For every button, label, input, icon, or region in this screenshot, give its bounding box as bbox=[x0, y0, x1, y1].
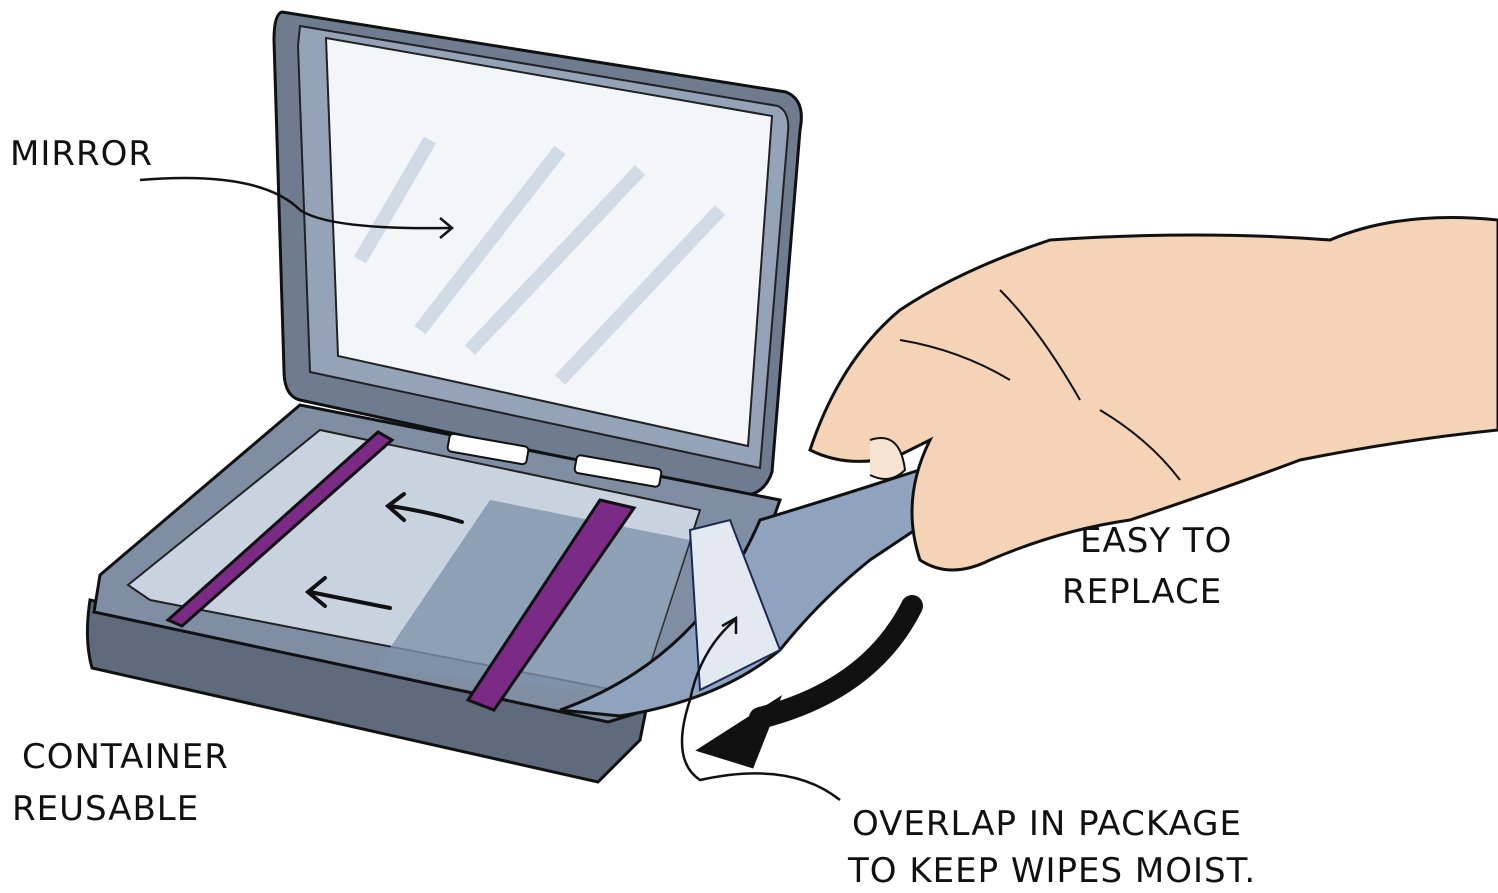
container-base bbox=[85, 403, 782, 784]
mirror-glass bbox=[324, 36, 774, 448]
container-label-line2: REUSABLE bbox=[12, 789, 199, 829]
purple-straps bbox=[165, 430, 637, 712]
overlap-label-line2: TO KEEP WIPES MOIST. bbox=[847, 851, 1256, 891]
mirror-lid bbox=[272, 10, 803, 498]
container-label-line1: CONTAINER bbox=[22, 737, 229, 777]
replace-arrow-icon bbox=[695, 595, 923, 769]
slide-arrows bbox=[304, 492, 464, 610]
easy-to-replace-line2: REPLACE bbox=[1062, 572, 1222, 612]
hand bbox=[808, 216, 1498, 572]
leader-lines bbox=[139, 176, 841, 801]
easy-to-replace-line1: EASY TO bbox=[1080, 521, 1232, 561]
overlap-label-line1: OVERLAP IN PACKAGE bbox=[852, 804, 1242, 844]
mirror-label: MIRROR bbox=[10, 134, 153, 174]
